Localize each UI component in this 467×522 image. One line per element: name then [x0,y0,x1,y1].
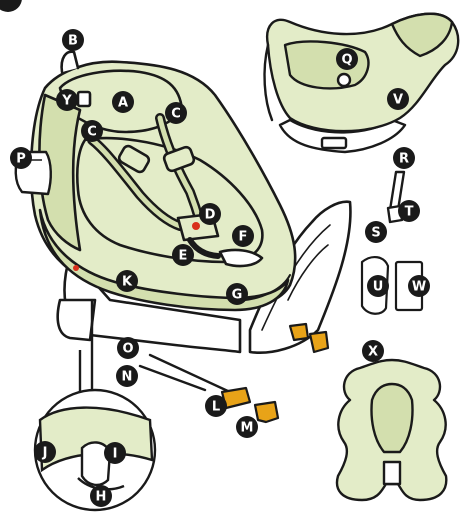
marker-e-label: E [179,249,188,264]
insert-inner [372,384,413,452]
marker-d-label: D [205,208,216,223]
marker-j: J [34,441,56,463]
compact-seat-panel [322,138,346,148]
marker-x-label: X [368,345,378,360]
marker-g-label: G [232,288,243,303]
marker-a-label: A [118,96,128,111]
marker-k-label: K [122,275,133,290]
marker-h: H [90,485,112,507]
marker-p-label: P [16,152,26,167]
indicator-base [73,265,79,271]
harness-height-slot [78,92,90,106]
marker-o-label: O [122,342,133,357]
marker-f-label: F [239,230,248,245]
marker-y-label: Y [61,94,72,109]
marker-o: O [117,337,139,359]
marker-c-upper-label: C [171,107,181,122]
marker-n-label: N [122,370,133,385]
marker-d: D [199,203,221,225]
marker-n: N [116,365,138,387]
marker-a: A [112,91,134,113]
marker-v-label: V [393,93,403,108]
marker-s: S [365,221,387,243]
marker-q-label: Q [341,53,352,68]
marker-e: E [172,244,194,266]
marker-c-lower-label: C [87,125,97,140]
connector-frame-top [290,324,308,340]
rotate-button [338,74,350,86]
infant-insert [337,360,446,500]
marker-b-label: B [68,34,78,49]
insert-crotch [384,462,400,484]
isofix-arm-lower [140,366,205,390]
marker-y: Y [56,89,78,111]
marker-w-label: W [412,280,426,295]
marker-c-upper: C [165,102,187,124]
marker-s-label: S [371,226,380,241]
marker-r: R [393,147,415,169]
marker-f: F [232,225,254,247]
seat-base-foot [58,300,95,340]
corner-circle-fragment [0,0,22,12]
marker-p: P [10,147,32,169]
connector-m [255,402,278,422]
marker-r-label: R [399,152,409,167]
marker-k: K [116,270,138,292]
marker-x: X [362,340,384,362]
marker-g: G [226,283,248,305]
marker-c-lower: C [81,120,103,142]
marker-t: T [398,200,420,222]
connector-frame-right [310,332,328,352]
marker-i: I [104,442,126,464]
marker-l-label: L [212,400,220,415]
marker-b: B [62,29,84,51]
marker-m: M [236,416,258,438]
marker-l: L [205,395,227,417]
marker-u-label: U [373,280,384,295]
marker-j-label: J [42,446,48,461]
marker-u: U [367,275,389,297]
marker-t-label: T [405,205,414,220]
marker-q: Q [336,48,358,70]
marker-i-label: I [113,447,118,462]
marker-h-label: H [96,490,107,505]
marker-m-label: M [241,421,254,436]
marker-v: V [387,88,409,110]
marker-w: W [408,275,430,297]
indicator-d [192,222,200,230]
compact-seat-illustration [265,14,459,152]
